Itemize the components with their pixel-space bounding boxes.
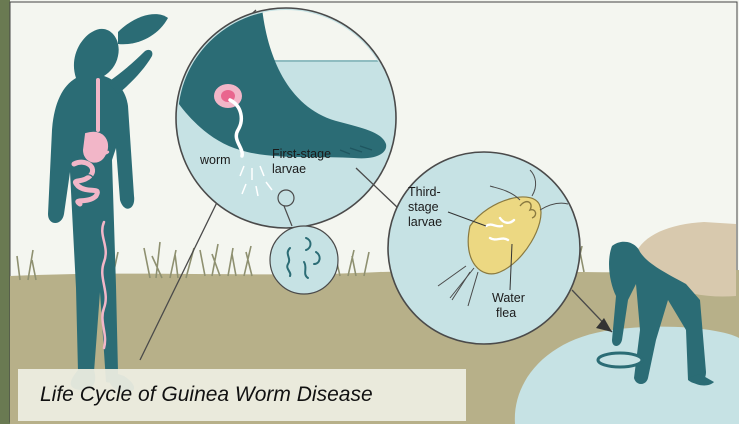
label-third-stage-line1: Third- (408, 185, 441, 199)
flea-magnifier (388, 152, 580, 344)
label-water-flea-line1: Water (492, 291, 525, 305)
label-worm: worm (199, 153, 231, 167)
label-first-stage-line1: First-stage (272, 147, 331, 161)
label-third-stage-line3: larvae (408, 215, 442, 229)
label-third-stage-line2: stage (408, 200, 439, 214)
diagram-caption: Life Cycle of Guinea Worm Disease (40, 383, 373, 407)
photo-left-edge (0, 0, 10, 424)
foot-magnifier (176, 8, 396, 228)
label-water-flea-line2: flea (496, 306, 516, 320)
water-bucket (598, 353, 642, 367)
label-first-stage-line2: larvae (272, 162, 306, 176)
